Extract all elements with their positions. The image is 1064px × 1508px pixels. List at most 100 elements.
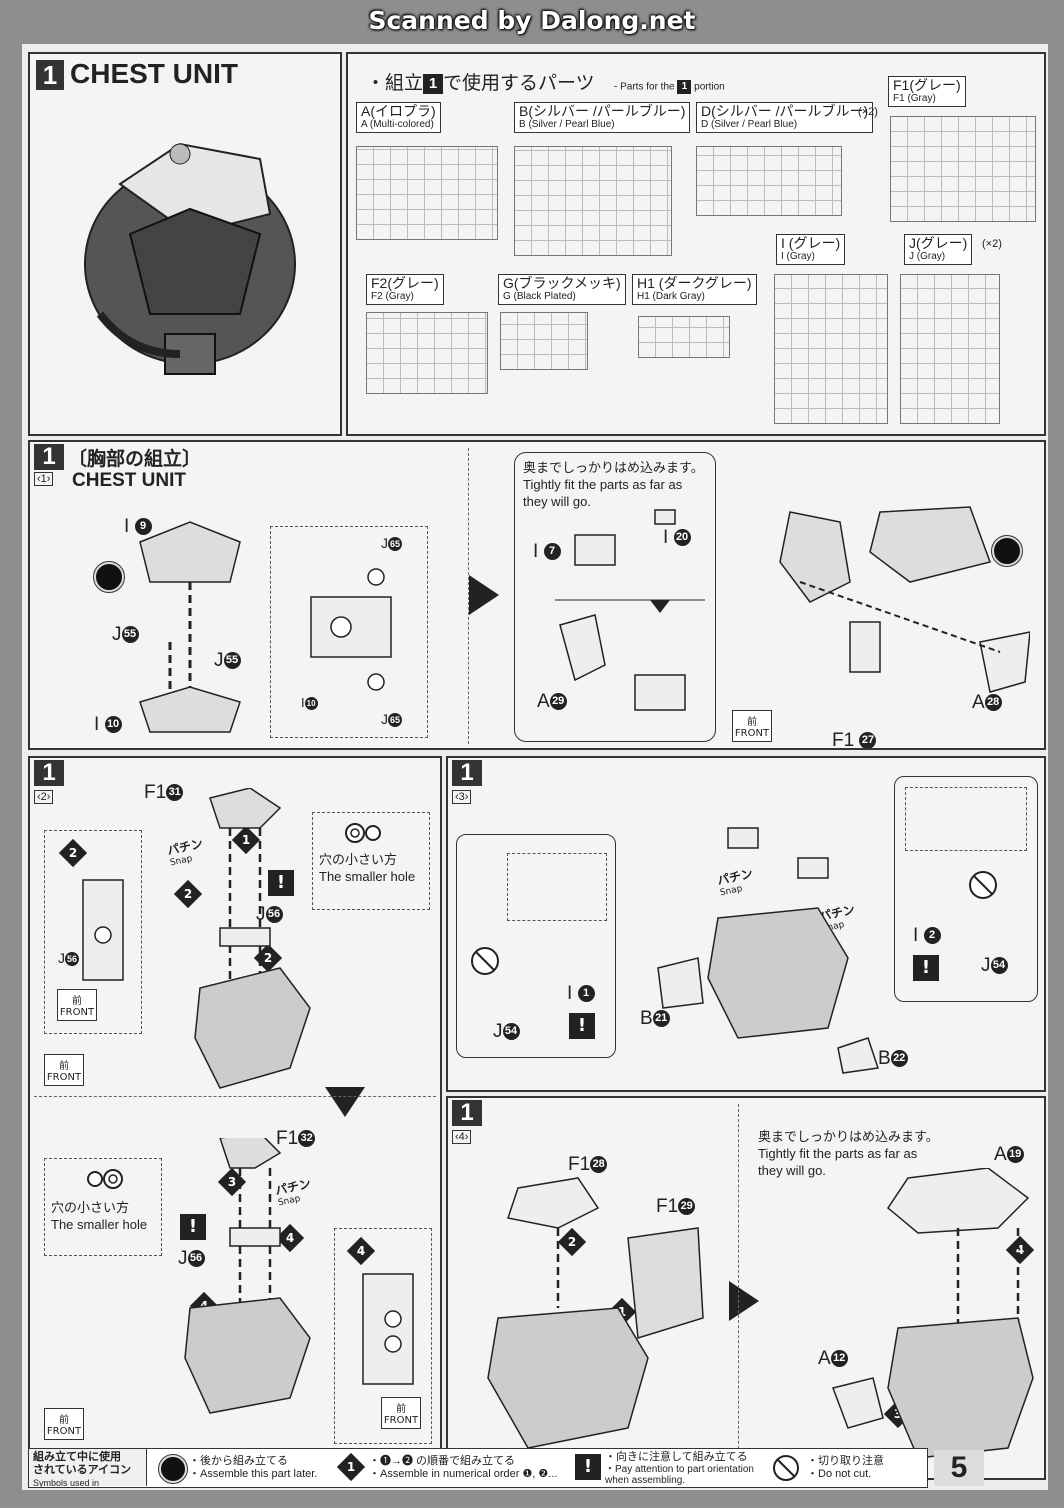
assemble-later-icon [93,561,125,593]
cut-forbidden-icon [969,871,997,899]
step2-substep: ‹2› [34,790,54,804]
step3-number: 1 [452,760,482,786]
scanner-watermark: Scanned by Dalong.net [368,6,696,35]
runner-h1-sprue [638,316,730,358]
runner-f2-sprue [366,312,488,394]
runner-f2: F2(グレー)F2 (Gray) [366,274,444,305]
step1-part-sketch [139,521,241,733]
runner-a: A(イロプラ)A (Multi-colored) [356,102,441,133]
assemble-later-icon [991,535,1023,567]
runner-g-jp: G(ブラックメッキ) [503,275,621,291]
legend-item: ・切り取り注意・Do not cut. [807,1455,884,1480]
part-label: F1 27 [832,730,877,748]
runner-i-sprue [774,274,888,424]
parts-title-suffix: で使用するパーツ [443,73,595,94]
runner-b-en: B (Silver / Pearl Blue) [519,119,615,130]
part-label: I 10 [94,714,122,736]
runner-b: B(シルバー /パールブルー)B (Silver / Pearl Blue) [514,102,691,133]
runner-h1-jp: H1 (ダークグレー) [637,275,752,291]
runner-j: J(グレー)J (Gray) (×2) [904,234,1002,265]
part-label: I 2 [913,925,941,947]
cut-forbidden-icon [773,1455,799,1481]
runner-g-sprue [500,312,588,370]
detail-part-sketch [82,879,124,981]
orientation-warning-icon: ! [913,955,939,981]
runner-b-sprue [514,146,672,256]
orientation-warning-icon: ! [575,1454,601,1480]
step1-title-jp: 〔胸部の組立〕 [68,449,202,470]
runner-a-sprue [356,146,498,240]
fit-note: 奥までしっかりはめ込みます。 Tightly fit the parts as … [758,1129,939,1178]
runner-h1-en: H1 (Dark Gray) [637,291,705,302]
parts-for-step-badge: 1 [677,80,692,94]
runner-j-en: J (Gray) [909,251,946,262]
step1-title-en: CHEST UNIT [72,470,186,491]
small-hole-icon [87,1169,123,1189]
detail-part-sketch [310,568,392,691]
runner-i-jp: I (グレー) [781,235,841,251]
divider [34,1096,436,1097]
part-label: I 7 [533,541,561,563]
runner-d-en: D (Silver / Pearl Blue) [701,119,798,130]
step1-substep: ‹1› [34,472,54,486]
step1-assembly-sketch [779,506,1030,693]
step2-number: 1 [34,760,64,786]
runner-d-jp: D(シルバー /パールブルー) [701,103,869,119]
detail-box [507,853,607,921]
parts-for-suffix: portion [694,81,725,93]
legend-title: 組み立て中に使用 されているアイコン Symbols used in instr… [29,1449,147,1487]
step3-assembly-sketch [657,827,879,1074]
legend-item: ・❶→❷ の順番で組み立てる・Assemble in numerical ord… [369,1455,558,1480]
runner-f2-jp: F2(グレー) [371,275,439,291]
order-badge-icon: 1 [336,1452,366,1482]
divider [738,1104,740,1474]
runner-f2-en: F2 (Gray) [371,291,414,302]
down-arrow-icon [325,1087,365,1117]
runner-b-jp: B(シルバー /パールブルー) [519,103,686,119]
runner-j-sprue [900,274,1000,424]
legend-bar: 組み立て中に使用 されているアイコン Symbols used in instr… [28,1448,928,1488]
step-number-box: 1 [36,60,64,90]
divider [468,448,470,744]
detail-part-sketch [362,1273,414,1385]
runner-i: I (グレー)I (Gray) [776,234,846,265]
legend-item: ・後から組み立てる・Assemble this part later. [189,1455,318,1480]
runner-j-quantity: (×2) [982,238,1002,250]
part-label: I 20 [663,527,691,549]
step4-assembly-sketch-b [832,1168,1034,1459]
legend-item: ・向きに注意して組み立てる・Pay attention to part orie… [605,1451,754,1486]
page-title: CHEST UNIT [70,58,238,89]
runner-d: D(シルバー /パールブルー)D (Silver / Pearl Blue) (… [696,102,878,133]
cut-forbidden-icon [471,947,499,975]
chest-unit-header-panel: 1 CHEST UNIT [28,52,342,436]
next-arrow-icon [729,1281,759,1321]
step4-number: 1 [452,1100,482,1126]
